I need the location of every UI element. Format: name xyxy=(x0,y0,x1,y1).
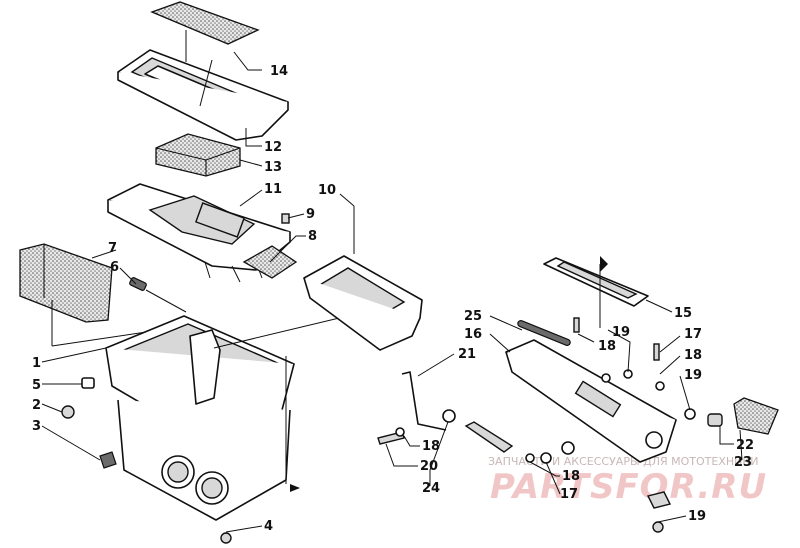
callout-labels: 14 12 13 11 10 9 8 7 6 1 5 2 3 4 15 25 1… xyxy=(32,64,754,534)
label-23: 23 xyxy=(734,455,752,470)
label-14: 14 xyxy=(270,64,288,79)
part-5-grommet xyxy=(81,377,95,389)
label-1: 1 xyxy=(32,356,41,371)
label-6: 6 xyxy=(110,260,119,275)
label-11: 11 xyxy=(264,182,282,197)
label-16: 16 xyxy=(464,327,482,342)
label-19: 19 xyxy=(688,509,706,524)
label-13: 13 xyxy=(264,160,282,175)
label-8: 8 xyxy=(308,229,317,244)
label-3: 3 xyxy=(32,419,41,434)
label-17: 17 xyxy=(684,327,702,342)
label-22: 22 xyxy=(736,438,754,453)
watermark-logo: PARTSFOR.RU xyxy=(490,467,767,507)
part-12-filter-cover xyxy=(117,49,289,141)
watermark-tagline: ЗАПЧАСТИ И АКСЕССУАРЫ ДЛЯ МОТОТЕХНИКИ xyxy=(488,455,758,468)
label-19: 19 xyxy=(612,325,630,340)
label-7: 7 xyxy=(108,241,117,256)
label-5: 5 xyxy=(32,378,41,393)
part-14-filter-mesh xyxy=(150,1,260,62)
label-4: 4 xyxy=(264,519,273,534)
label-18: 18 xyxy=(422,439,440,454)
part-11-filter-tray xyxy=(107,183,291,283)
part-4-drain-cap xyxy=(220,532,232,544)
label-18: 18 xyxy=(684,348,702,363)
part-7-side-mesh xyxy=(19,243,201,347)
part-15-top-plate xyxy=(543,256,649,328)
label-24: 24 xyxy=(422,481,440,496)
label-19: 19 xyxy=(684,368,702,383)
part-25-rod xyxy=(517,320,571,346)
part-21-hose xyxy=(401,371,447,431)
leader-lines xyxy=(41,51,743,533)
label-2: 2 xyxy=(32,398,41,413)
part-2-plug xyxy=(61,405,75,419)
label-25: 25 xyxy=(464,309,482,324)
label-18: 18 xyxy=(562,469,580,484)
part-9-clip xyxy=(281,213,290,224)
part-10-intake-duct xyxy=(303,206,423,351)
label-18: 18 xyxy=(598,339,616,354)
part-16-silencer-body xyxy=(505,339,677,463)
label-21: 21 xyxy=(458,347,476,362)
label-17: 17 xyxy=(560,487,578,502)
label-15: 15 xyxy=(674,306,692,321)
part-22-plug xyxy=(707,413,723,427)
part-6-fitting xyxy=(129,277,187,313)
hardware-washers xyxy=(395,317,696,533)
part-13-foam-element xyxy=(155,133,241,177)
label-10: 10 xyxy=(318,183,336,198)
part-3-clamp xyxy=(99,451,117,469)
label-9: 9 xyxy=(306,207,315,222)
label-12: 12 xyxy=(264,140,282,155)
part-24-bracket xyxy=(464,421,514,453)
part-23-end-mesh xyxy=(733,397,779,435)
part-1-airbox xyxy=(105,313,357,521)
label-20: 20 xyxy=(420,459,438,474)
